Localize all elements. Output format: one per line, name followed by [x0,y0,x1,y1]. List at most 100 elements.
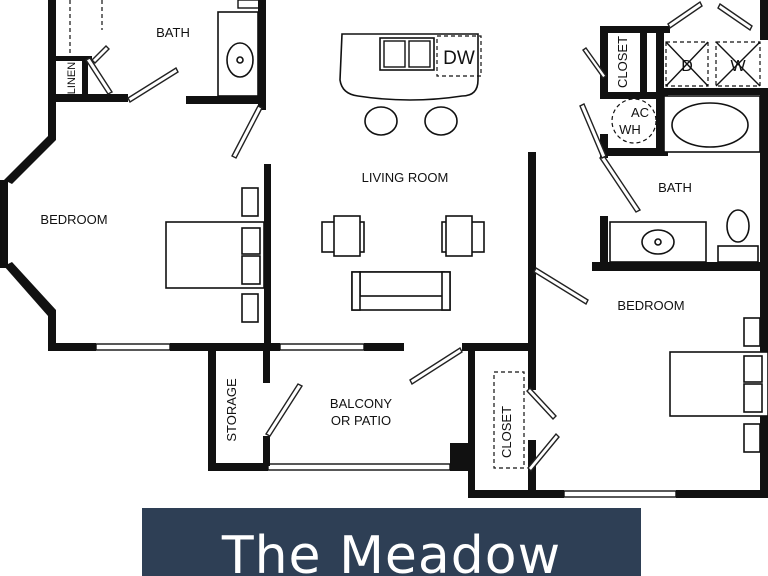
windows [0,145,677,498]
wall-segment [600,134,608,158]
pillow [241,227,261,255]
door [533,267,589,305]
door [579,103,607,159]
window [563,490,677,498]
wall-segment [600,148,668,156]
water-heater-label: WH [619,122,641,137]
window [267,463,451,471]
drain [236,56,244,64]
wall-segment [592,262,768,271]
washer-label: W [730,58,746,75]
doors [69,0,753,473]
wall-segment [208,463,268,471]
wall-segment [600,216,608,270]
wall-segment [676,490,768,498]
wall-segment [760,0,768,40]
stool [364,106,398,136]
sink-basin [383,40,406,68]
wall-segment [528,152,536,390]
door [84,57,114,95]
wall-segment [48,100,56,140]
plan-name: The Meadow [221,526,562,576]
room-labels: BATH LINEN BEDROOM LIVING ROOM STORAGE B… [40,25,691,458]
armchair-seat [445,215,473,257]
door [527,432,560,473]
dishwasher-outline [436,35,482,77]
sofa-cushion [359,271,445,297]
door [717,2,753,32]
wall-segment [82,56,88,98]
stool [424,106,458,136]
wall-segment [664,88,768,95]
wall-segment [600,26,608,98]
tub-basin [671,102,749,148]
wall-segment [186,96,266,104]
plan-name-banner: The Meadow [142,508,641,576]
appliance-labels: DW D W AC WH [443,48,746,137]
room-label-storage: STORAGE [224,378,239,442]
room-label-bath-2: BATH [658,180,692,195]
wall-segment [0,180,8,268]
door [409,346,463,386]
furniture [165,0,768,469]
wall-segment [48,310,56,350]
double-sink-icon [379,37,435,71]
floor-plan: BATH LINEN BEDROOM LIVING ROOM STORAGE B… [0,0,768,498]
wall-segment [48,343,96,351]
dryer-label: D [681,58,693,75]
room-label-living-room: LIVING ROOM [362,170,449,185]
wall-segment [450,443,470,471]
pillow [743,383,763,413]
armchair-seat [333,215,361,257]
sink-basin [408,40,431,68]
room-label-bath: BATH [156,25,190,40]
room-label-balcony: BALCONY [330,396,392,411]
wall-segment [640,26,647,98]
nightstand [743,317,761,347]
wall-segment [600,92,668,99]
wall-segment [56,56,92,61]
door [264,383,304,437]
washer-cross [715,41,761,87]
door [582,47,607,79]
room-label-bedroom: BEDROOM [40,212,107,227]
faucet [237,0,263,9]
ac-label: AC [631,105,649,120]
window [279,343,365,351]
sofa-arm [441,271,451,311]
nightstand [241,293,259,323]
wall-segment [364,343,404,351]
pillow [743,355,763,383]
room-label-closet: CLOSET [615,36,630,88]
wall-segment [4,262,56,316]
wall-segment [462,343,530,351]
door [598,155,642,213]
room-label-bedroom-2: BEDROOM [617,298,684,313]
door [127,66,179,104]
room-label-patio: OR PATIO [331,413,391,428]
window [9,145,45,181]
wall-segment [48,0,56,100]
washer-outline [715,41,761,87]
door [231,105,263,159]
drain [654,238,662,246]
dryer-outline [665,41,709,87]
dryer-cross [665,41,709,87]
wall-segment [656,26,664,156]
wall-segment [263,351,270,383]
toilet-icon [726,209,750,243]
sofa-arm [351,271,361,311]
wall-segment [263,436,270,466]
nightstand [241,187,259,217]
window [9,269,45,309]
wall-segment [760,95,768,495]
pillow [241,255,261,285]
window [0,183,8,265]
wall-segment [208,347,216,471]
room-label-linen: LINEN [66,62,78,94]
ac-water-heater-outline [611,98,657,144]
toilet-tank [717,245,759,263]
wall-segment [264,164,271,350]
window [95,343,171,351]
nightstand [743,423,761,453]
